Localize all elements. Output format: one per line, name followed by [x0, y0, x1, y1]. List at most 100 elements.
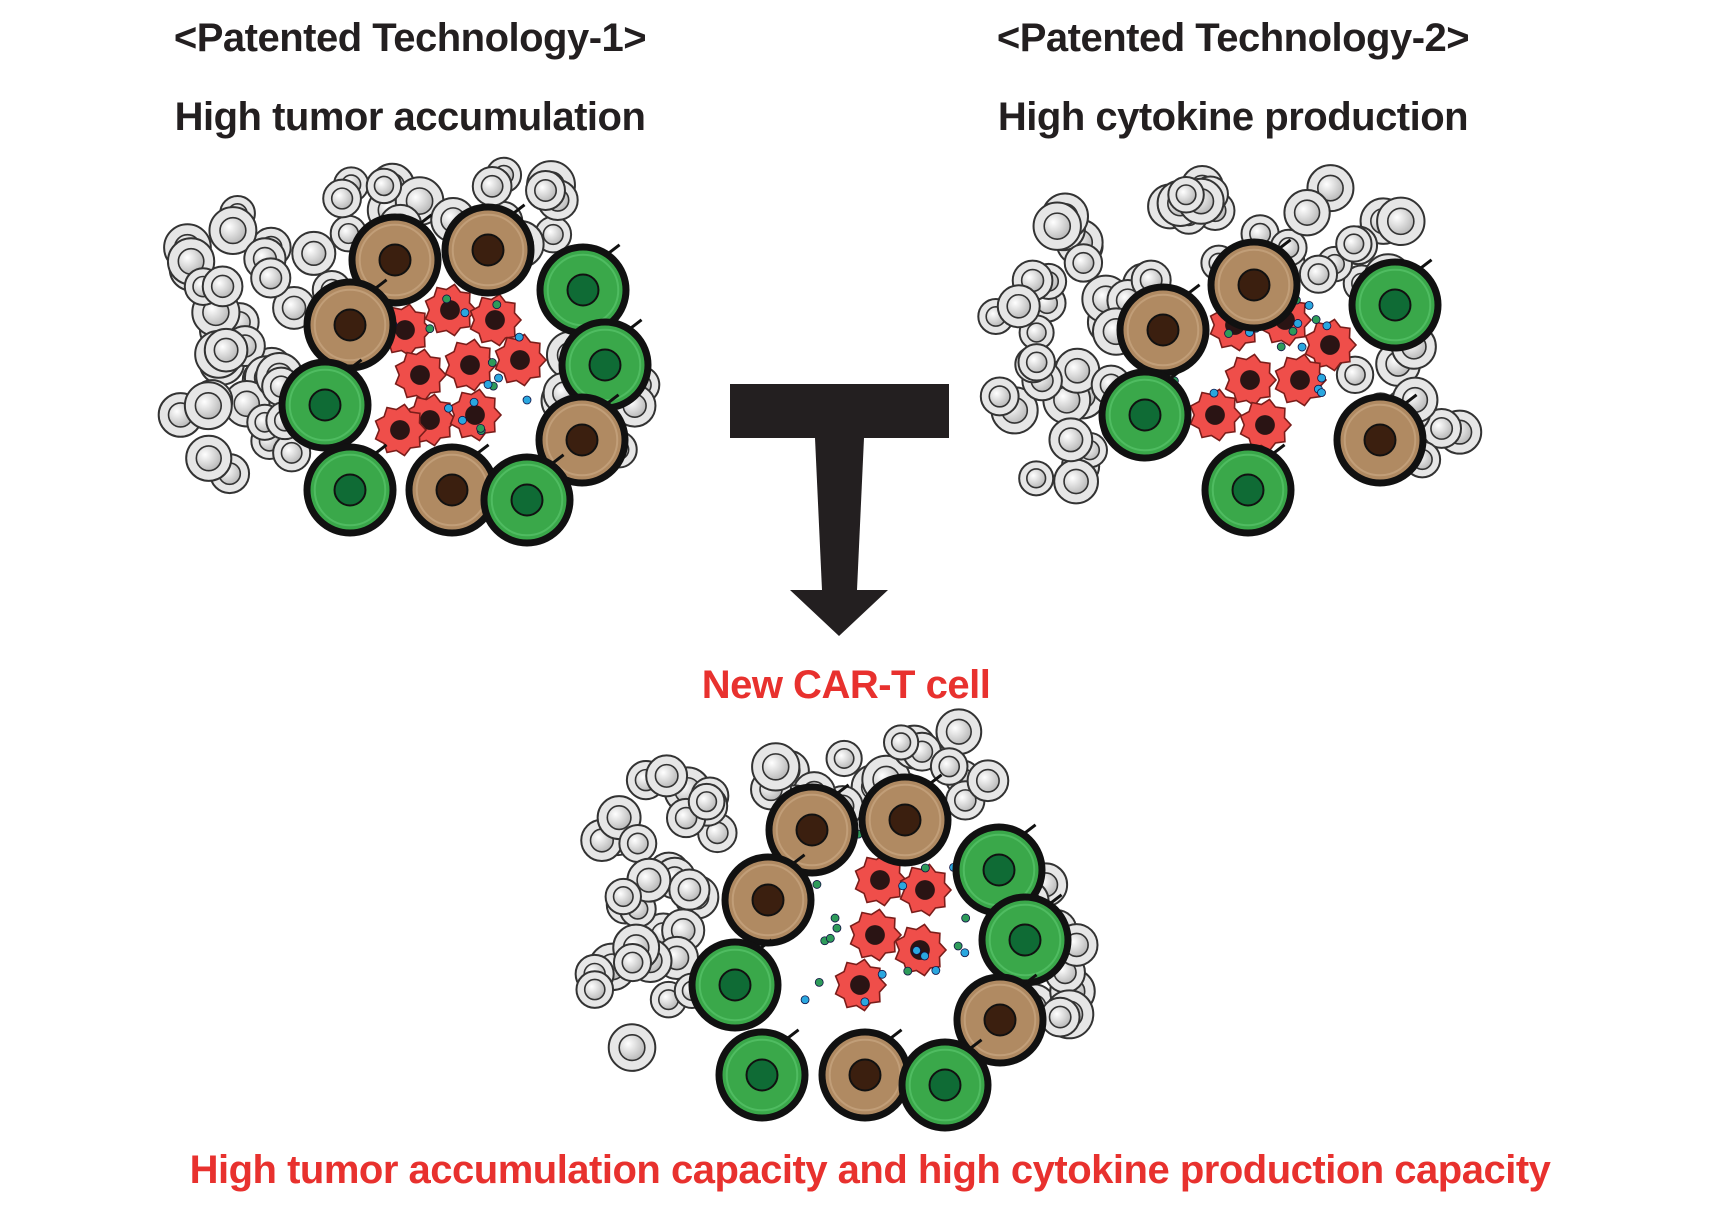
- cytokine-dot: [860, 997, 870, 1007]
- tumor-cell: [1274, 353, 1328, 407]
- tissue-cell: [1335, 355, 1375, 394]
- tumor-cell: [494, 333, 548, 387]
- car-t-cell-green: [978, 893, 1072, 987]
- tissue-cell: [604, 877, 642, 916]
- tissue-cell: [322, 178, 362, 219]
- car-t-cell-green: [898, 1038, 992, 1132]
- car-t-cell-brown: [1333, 393, 1427, 487]
- tech1-subtitle: High tumor accumulation: [174, 95, 646, 139]
- tissue-cell: [201, 265, 244, 308]
- car-t-cell-green: [1348, 258, 1442, 352]
- car-t-cell-brown: [441, 203, 535, 297]
- tumor-cell: [849, 908, 903, 962]
- car-t-cell-green: [536, 243, 630, 337]
- cytokine-dot: [1322, 321, 1332, 331]
- car-t-cell-brown: [721, 853, 815, 947]
- tissue-cell: [1017, 343, 1056, 382]
- tissue-cell: [1039, 996, 1081, 1038]
- car-t-cell-green: [303, 443, 397, 537]
- cytokine-dot: [814, 977, 824, 987]
- merge-arrow: [730, 384, 949, 636]
- tissue-cell: [1063, 243, 1104, 283]
- tumor-cell: [1239, 398, 1293, 452]
- car-t-cell-green: [278, 358, 372, 452]
- cytokine-dot: [1209, 388, 1219, 398]
- cytokine-dot: [1297, 342, 1307, 352]
- tech1-title: <Patented Technology-1>: [173, 16, 647, 60]
- car-t-cell-green: [715, 1028, 809, 1122]
- tissue-cell: [471, 165, 513, 207]
- cytokine-dot: [961, 913, 971, 923]
- tissue-cell: [882, 724, 920, 761]
- cytokine-dot: [830, 913, 840, 923]
- car-t-cell-brown: [535, 393, 629, 487]
- tissue-cell: [525, 170, 566, 211]
- cytokine-dot: [800, 995, 810, 1005]
- car-t-cell-green: [688, 938, 782, 1032]
- tissue-cell: [208, 206, 258, 255]
- tissue-cell: [668, 868, 711, 911]
- car-t-cell-brown: [818, 1028, 912, 1122]
- tissue-cell: [250, 257, 292, 299]
- tissue-cell: [1376, 196, 1426, 247]
- cytokine-dot: [442, 294, 452, 304]
- tumor-cell: [899, 863, 953, 917]
- tissue-cell: [825, 739, 863, 778]
- tissue-cell: [966, 759, 1010, 803]
- tissue-cell: [751, 742, 801, 792]
- car-t-cell-brown: [348, 213, 442, 307]
- tissue-cell: [935, 708, 983, 756]
- cytokine-dot: [1276, 342, 1286, 352]
- tech2-subtitle: High cytokine production: [997, 95, 1469, 139]
- new-cart-cell-label: New CAR-T cell: [701, 663, 991, 707]
- cytokine-dot: [492, 300, 502, 310]
- tissue-cell: [687, 782, 726, 821]
- car-t-cell-brown: [858, 773, 952, 867]
- tissue-cell: [1298, 254, 1339, 294]
- cytokine-dot: [1224, 329, 1233, 338]
- tumor-cluster-tech2: [977, 164, 1483, 537]
- cytokine-dot: [953, 941, 963, 951]
- tumor-cell: [444, 338, 498, 392]
- tissue-cell: [645, 754, 689, 798]
- cytokine-dot: [514, 332, 524, 342]
- car-t-cell-green: [1201, 443, 1295, 537]
- cytokine-dot: [494, 373, 503, 383]
- cytokine-dot: [903, 966, 913, 976]
- tumor-cell: [449, 388, 503, 442]
- tissue-cell: [1335, 225, 1373, 263]
- tumor-cell: [394, 348, 448, 402]
- tissue-cell: [612, 943, 653, 983]
- result-caption: High tumor accumulation capacity and hig…: [189, 1148, 1551, 1192]
- tissue-cell: [1032, 201, 1082, 251]
- cytokine-dot: [812, 880, 822, 889]
- cytokine-dot: [469, 397, 479, 407]
- tumor-cell: [1224, 353, 1278, 407]
- car-t-cell-brown: [1116, 283, 1210, 377]
- tumor-cell: [469, 293, 523, 347]
- cytokine-dot: [458, 415, 467, 425]
- tissue-cell: [1167, 176, 1205, 214]
- cytokine-dot: [920, 863, 930, 873]
- cytokine-dot: [425, 324, 435, 334]
- cytokine-dot: [931, 966, 941, 975]
- tissue-cell: [203, 327, 249, 373]
- tumor-cell: [424, 283, 478, 337]
- tumor-cell: [834, 958, 888, 1012]
- car-t-cell-brown: [303, 278, 397, 372]
- cytokine-dot: [522, 395, 532, 405]
- tissue-cell: [979, 376, 1020, 417]
- cytokine-dot: [877, 969, 887, 979]
- car-t-cell-brown: [1207, 238, 1301, 332]
- tissue-cell: [183, 381, 233, 431]
- tissue-cell: [365, 167, 403, 205]
- cytokine-dot: [825, 933, 835, 943]
- cytokine-dot: [1317, 373, 1327, 383]
- cytokine-dot: [1317, 388, 1326, 398]
- cytokine-dot: [483, 380, 493, 389]
- tumor-cluster-tech1: [157, 156, 661, 547]
- tumor-cell: [1189, 388, 1243, 442]
- cytokine-dot: [444, 403, 453, 413]
